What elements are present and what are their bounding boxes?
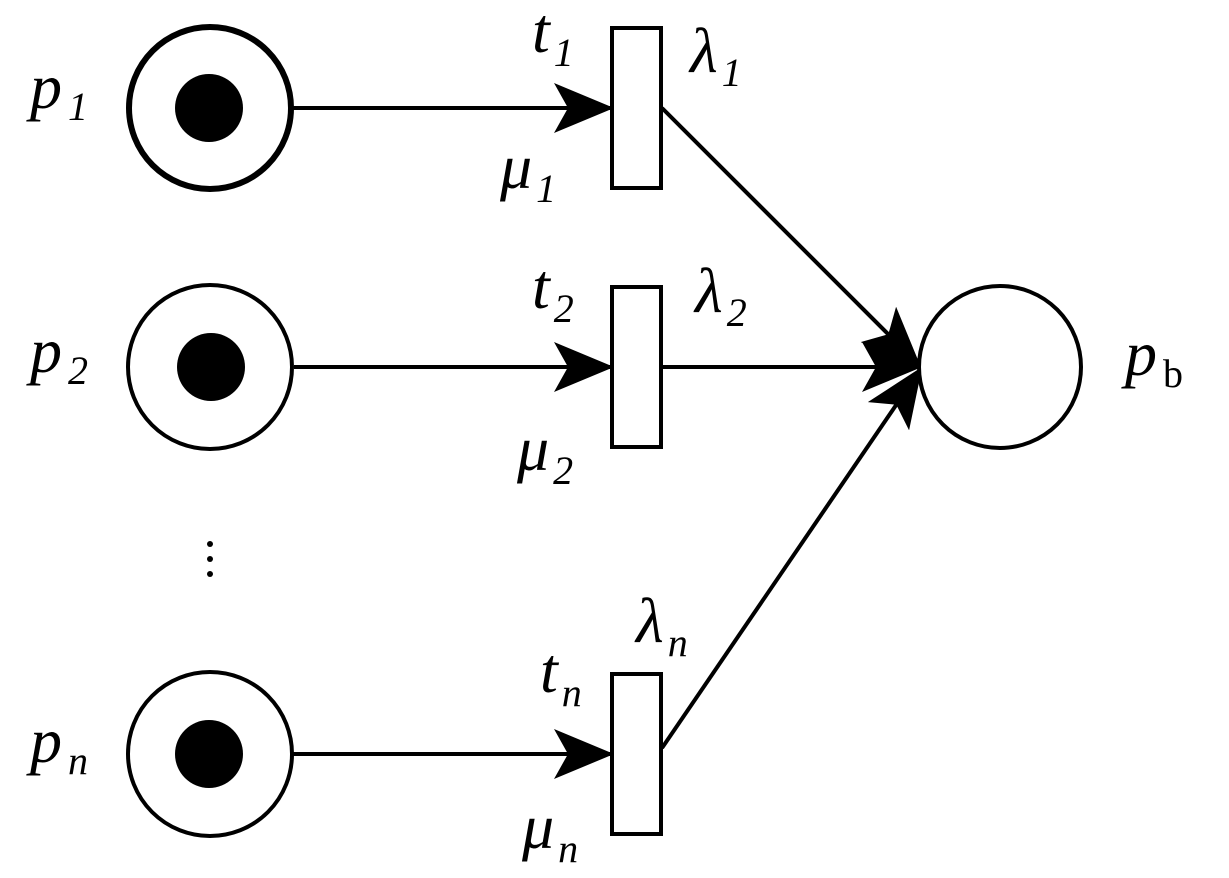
arc-t1-pb (660, 106, 921, 367)
token-p1 (175, 74, 243, 142)
place-pb (917, 284, 1083, 450)
arc-tn-pb (660, 366, 923, 750)
place-p2 (126, 283, 294, 451)
place-p1 (126, 24, 294, 192)
transition-tn (610, 672, 663, 836)
place-pn (126, 670, 294, 838)
ellipsis-icon (207, 541, 213, 577)
token-pn (175, 720, 243, 788)
transition-t1 (610, 26, 663, 190)
transition-t2 (610, 285, 663, 449)
token-p2 (177, 333, 245, 401)
